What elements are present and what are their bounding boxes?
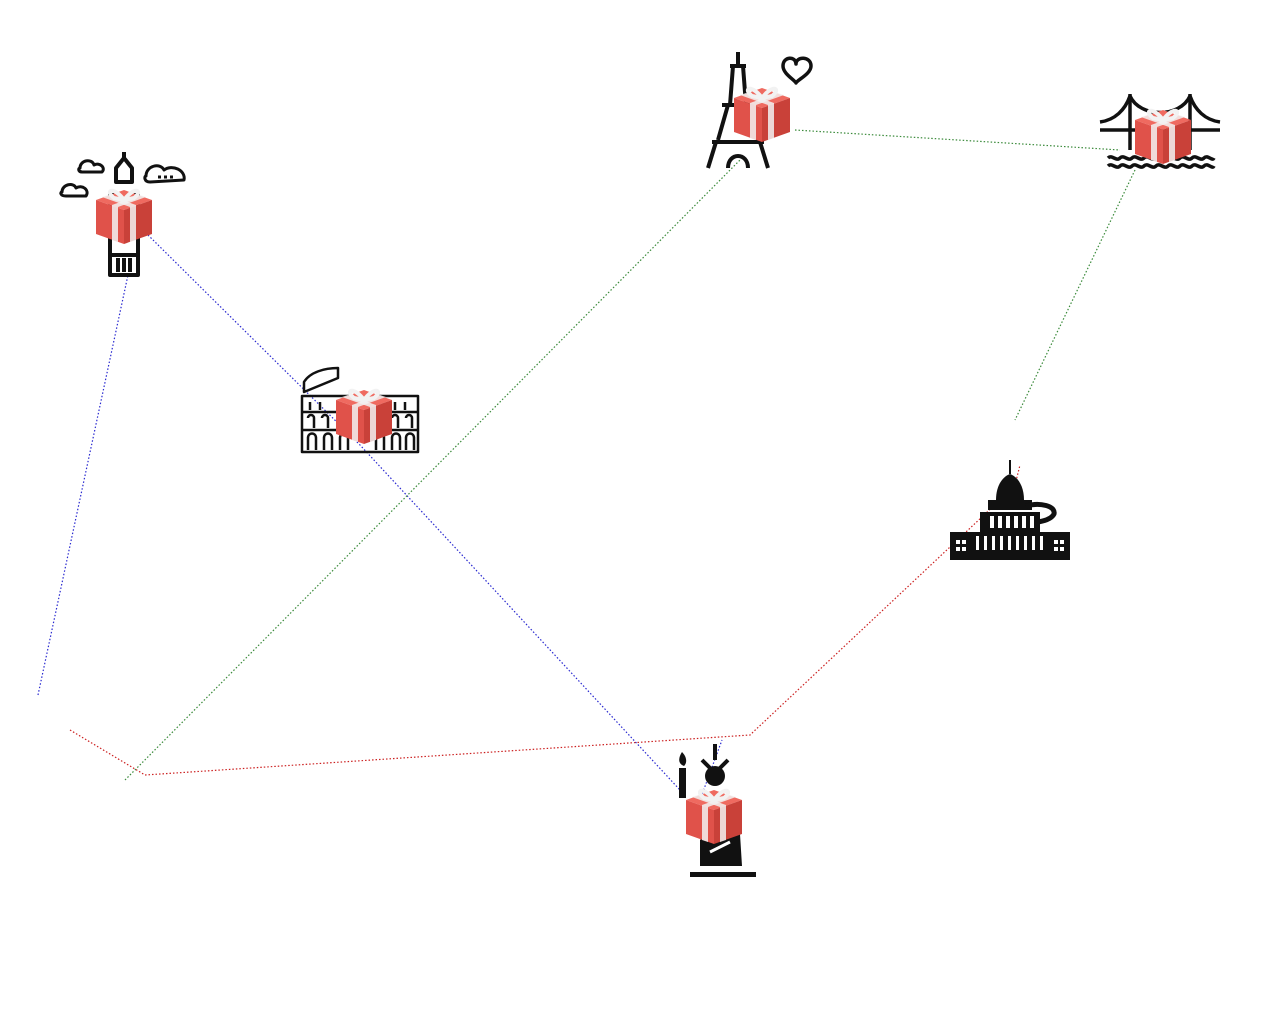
gift-golden-gate-bridge-icon[interactable] — [1133, 108, 1193, 166]
capitol-icon[interactable] — [950, 460, 1070, 560]
gift-eiffel-tower-icon[interactable] — [732, 86, 792, 144]
blue-route — [37, 234, 723, 801]
green-route — [124, 129, 1136, 781]
gift-colosseum-icon[interactable] — [334, 388, 394, 446]
gift-big-ben-icon[interactable] — [94, 188, 154, 246]
red-route — [69, 464, 1021, 776]
route-lines — [37, 129, 1136, 801]
gift-statue-of-liberty-icon[interactable] — [684, 788, 744, 846]
